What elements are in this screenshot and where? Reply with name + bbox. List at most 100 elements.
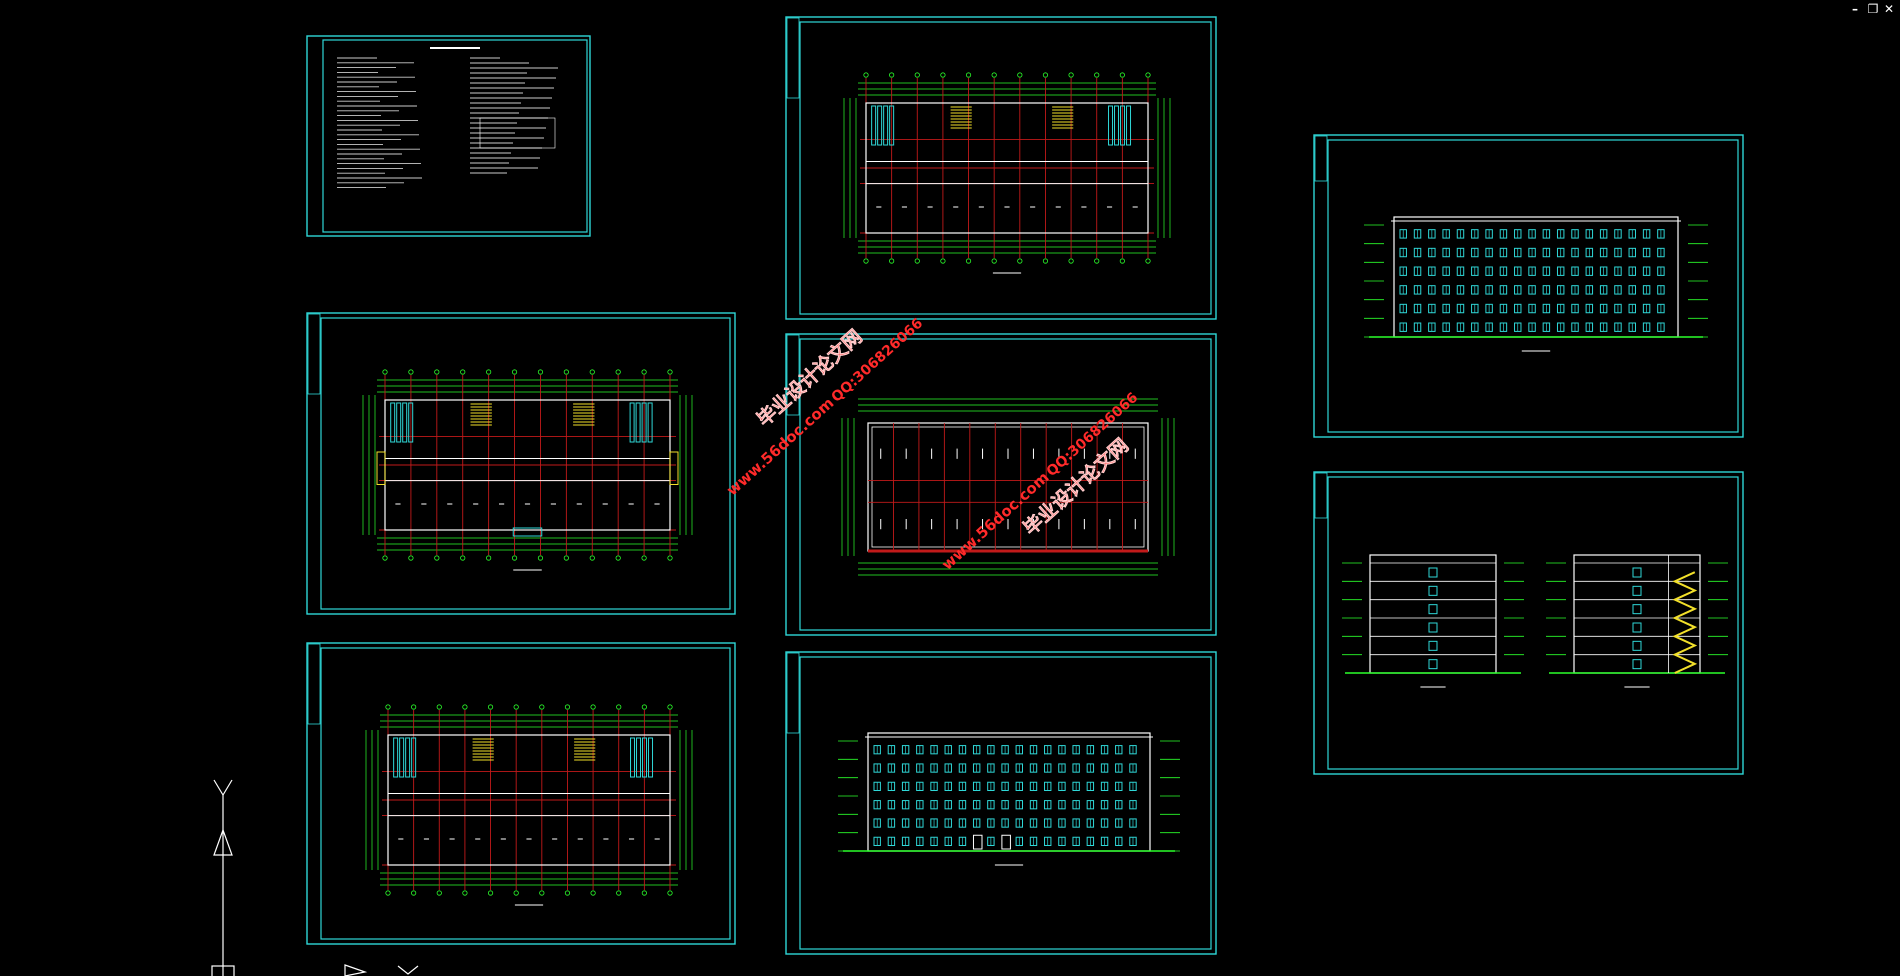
axis-bubble [462,890,468,896]
window [1632,567,1642,578]
axis-bubble [1017,258,1023,264]
toilet-fixture [647,402,653,443]
toilet-fixture [393,737,399,778]
axis-bubble [537,369,544,375]
axis-bubble [1119,258,1125,264]
toilet-fixture [636,737,642,778]
axis-bubble [564,890,571,896]
sheet-elevation-north[interactable] [1313,134,1744,438]
axis-bubble [1119,72,1125,78]
sheet-roof-plan[interactable] [785,333,1217,636]
window [1632,604,1642,615]
window [1428,604,1438,615]
axis-bubble [563,555,569,561]
axis-bubble [641,369,647,375]
toilet-fixture [635,402,641,443]
axis-bubble [486,369,492,375]
toilet-fixture [630,737,636,778]
window [1428,585,1438,596]
axis-bubble [590,890,596,896]
axis-bubble [965,72,972,78]
side-elevation-drawing [1342,554,1728,688]
axis-bubble [434,369,440,375]
toilet-fixture [1126,105,1132,146]
axis-bubble [615,369,621,375]
axis-bubble [616,704,622,710]
sheet-side-elevations[interactable] [1313,471,1744,775]
axis-bubble [434,555,440,561]
toilet-fixture [877,105,883,146]
axis-bubble [1094,258,1100,264]
axis-bubble [914,258,920,264]
axis-bubble [889,258,895,264]
sheet-design-notes[interactable] [306,35,591,237]
sheet-floor-plan-1[interactable] [306,312,736,615]
toilet-fixture [411,737,417,778]
entrance [512,527,543,537]
axis-bubble [1068,72,1074,78]
axis-bubble [667,555,673,561]
axis-bubble [436,704,442,710]
axis-bubble [589,555,595,561]
north-elevation-drawing [1364,216,1708,352]
sheet-floor-plan-2[interactable] [306,642,736,945]
axis-bubble [382,369,388,375]
toilet-fixture [405,737,411,778]
sheet-elevation-south[interactable] [785,651,1217,955]
toilet-fixture [629,402,635,443]
axis-bubble [511,555,518,561]
door [1001,834,1011,850]
window-close-icon[interactable]: ✕ [1883,2,1895,16]
door [972,834,983,850]
axis-bubble [863,258,869,264]
axis-bubble [385,704,391,710]
toilet-fixture [648,737,654,778]
axis-bubble [641,704,647,710]
axis-bubble [991,72,997,78]
floor-plan-3-drawing [843,72,1171,274]
toilet-fixture [396,402,402,443]
floor-plan-1-drawing [362,369,693,571]
axis-bubble [615,555,621,561]
ucs-y-label: Y [0,0,10,4]
axis-bubble [940,258,946,264]
axis-bubble [1017,72,1023,78]
stair-section [1672,571,1698,674]
axis-bubble [487,890,494,896]
axis-bubble [1042,258,1049,264]
toilet-fixture [871,105,877,146]
axis-bubble [1145,72,1151,78]
axis-bubble [436,890,442,896]
roof-plan-drawing [841,398,1175,576]
axis-bubble [513,704,519,710]
axis-bubble [460,369,466,375]
toilet-fixture [1114,105,1120,146]
toilet-fixture [641,402,647,443]
side-entrance [376,451,386,485]
axis-bubble [1042,72,1049,78]
exterior-wall [387,734,671,866]
axis-bubble [1145,258,1151,264]
axis-bubble [487,704,494,710]
window [1632,640,1642,651]
axis-bubble [1068,258,1074,264]
exterior-wall [865,102,1149,234]
axis-bubble [511,369,518,375]
toilet-fixture [399,737,405,778]
roof-inner [871,426,1145,548]
window [1428,659,1438,670]
toilet-fixture [642,737,648,778]
axis-bubble [385,890,391,896]
window [1428,622,1438,633]
axis-bubble [914,72,920,78]
sheet-floor-plan-3[interactable] [785,16,1217,320]
axis-bubble [590,704,596,710]
watermark-2: www.56doc.com QQ:306826066 毕业设计论文网 [938,390,1141,574]
window-minimize-icon[interactable]: – [1852,2,1858,16]
window-restore-icon[interactable]: ❐ [1867,2,1879,16]
south-elevation-drawing [838,732,1180,866]
axis-bubble [863,72,869,78]
axis-bubble [460,555,466,561]
side-entrance [669,451,679,485]
